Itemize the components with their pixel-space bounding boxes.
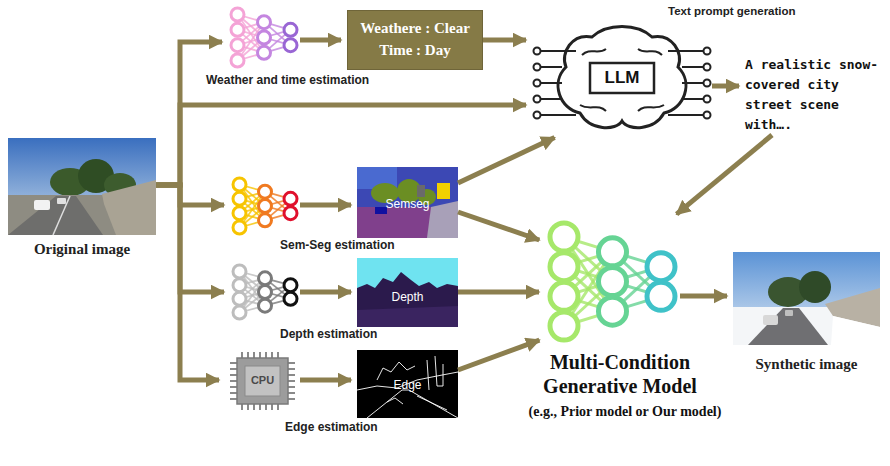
- prompt-text: A realistic snow-covered city street sce…: [745, 55, 885, 135]
- image-node: Original image: [8, 138, 156, 235]
- flow-arrow: [458, 340, 539, 370]
- flow-arrow: [458, 212, 539, 240]
- map-image: Edge: [357, 350, 458, 418]
- flow-arrow: [458, 138, 555, 183]
- node-label: Edge estimation: [285, 420, 425, 434]
- node-label: Synthetic image: [723, 356, 890, 373]
- flow-arrow: [300, 203, 351, 208]
- node-label: Depth: [357, 290, 458, 304]
- node-label: (e.g., Prior model or Our model): [515, 404, 735, 420]
- flow-arrow: [458, 290, 539, 295]
- node-label: Multi-Condition Generative Model: [525, 350, 715, 398]
- node-label: CPU: [245, 374, 280, 386]
- node-label: Depth estimation: [280, 327, 430, 341]
- node-label: Text prompt generation: [668, 5, 838, 17]
- node-label: Original image: [0, 241, 176, 258]
- map-image: Semseg: [357, 167, 458, 238]
- flow-arrow: [156, 185, 224, 205]
- snow-street-photo: [733, 252, 880, 345]
- flow-arrow: [156, 42, 222, 185]
- map-image: Depth: [357, 258, 458, 327]
- neural-network-icon: [545, 218, 680, 345]
- network-icon: Sem-Seg estimation: [230, 175, 300, 237]
- flow-arrow: [156, 105, 526, 185]
- flow-arrow: [483, 38, 526, 43]
- node-label: Time : Day: [348, 42, 482, 59]
- neural-network-icon: [228, 5, 300, 70]
- neural-network-icon: [230, 175, 300, 237]
- model-icon: Multi-Condition Generative Model(e.g., P…: [545, 218, 680, 345]
- flow-arrow: [156, 185, 224, 292]
- node-label: A realistic snow-covered city street sce…: [745, 55, 885, 135]
- node-label: LLM: [590, 68, 654, 88]
- llm-icon: Text prompt generationLLM: [532, 25, 712, 135]
- cpu-icon: CPUEdge estimation: [225, 350, 300, 412]
- node-label: Weathere : Clear: [348, 20, 482, 37]
- flow-arrow: [712, 84, 739, 89]
- network-icon: Depth estimation: [230, 262, 300, 322]
- network-icon: Weather and time estimation: [228, 5, 300, 70]
- flow-arrow: [156, 185, 219, 380]
- flow-arrow: [677, 135, 772, 214]
- flow-arrow: [300, 378, 351, 383]
- node-label: Semseg: [357, 197, 458, 211]
- flow-arrow: [300, 38, 341, 43]
- node-label: Sem-Seg estimation: [280, 238, 430, 252]
- neural-network-icon: [230, 262, 300, 322]
- street-photo: [8, 138, 156, 235]
- flow-arrow: [680, 294, 727, 299]
- node-label: Edge: [357, 378, 458, 392]
- flow-arrow: [300, 290, 351, 295]
- node-label: Weather and time estimation: [206, 73, 396, 87]
- info-box: Weathere : ClearTime : Day: [347, 10, 483, 70]
- image-node: Synthetic image: [733, 252, 880, 345]
